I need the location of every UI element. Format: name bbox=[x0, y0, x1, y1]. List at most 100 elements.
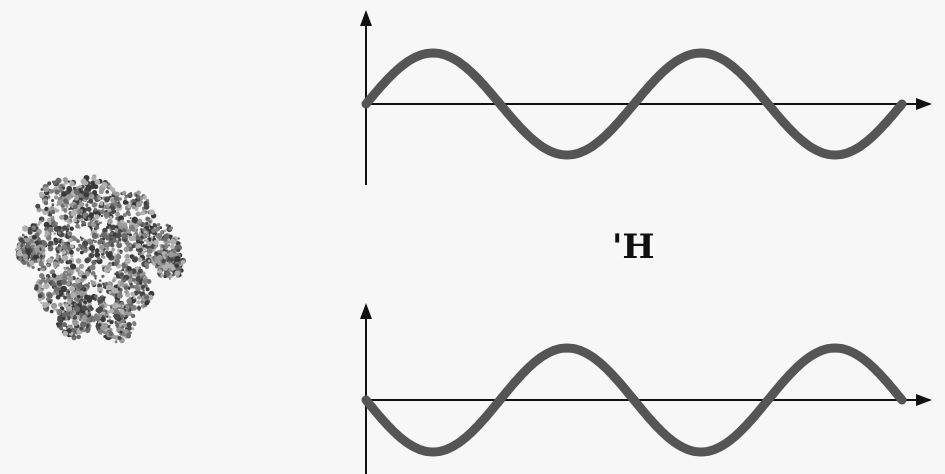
protein-atom bbox=[91, 232, 98, 239]
protein-atom bbox=[156, 232, 163, 240]
protein-atom bbox=[88, 252, 95, 259]
protein-atom bbox=[124, 304, 127, 307]
protein-atom bbox=[88, 216, 91, 219]
bottom-axes bbox=[360, 303, 932, 474]
protein-atom bbox=[61, 323, 64, 326]
protein-atom bbox=[72, 315, 77, 320]
protein-atom bbox=[68, 207, 71, 211]
protein-atom bbox=[94, 179, 101, 185]
protein-atom bbox=[114, 228, 119, 232]
protein-atom bbox=[91, 281, 96, 286]
protein-atom bbox=[116, 203, 122, 209]
protein-atom bbox=[115, 232, 122, 239]
protein-atom bbox=[126, 306, 129, 309]
protein-atom bbox=[128, 193, 132, 197]
protein-atom bbox=[69, 226, 74, 231]
protein-atom bbox=[69, 203, 74, 208]
protein-atom bbox=[61, 239, 64, 243]
protein-atom bbox=[48, 212, 53, 217]
protein-atom bbox=[105, 190, 109, 194]
protein-atom bbox=[35, 281, 40, 285]
protein-atom bbox=[171, 274, 174, 277]
protein-atom bbox=[131, 277, 136, 282]
protein-atom bbox=[46, 292, 53, 299]
protein-atom bbox=[107, 186, 110, 190]
protein-atom bbox=[109, 308, 115, 314]
protein-atom bbox=[98, 244, 105, 250]
protein-atom bbox=[75, 258, 82, 264]
protein-atom bbox=[120, 273, 124, 276]
protein-atom bbox=[76, 279, 81, 283]
protein-atom bbox=[124, 225, 129, 230]
protein-atom bbox=[134, 224, 138, 228]
protein-atom bbox=[66, 308, 70, 312]
protein-atom bbox=[66, 205, 69, 209]
protein-atom bbox=[136, 306, 142, 311]
protein-atom bbox=[53, 308, 56, 311]
protein-atom bbox=[44, 206, 49, 212]
protein-atom bbox=[117, 304, 121, 308]
protein-atom bbox=[35, 203, 41, 209]
protein-atom bbox=[64, 303, 69, 308]
protein-atom bbox=[108, 331, 114, 337]
protein-atom bbox=[100, 214, 104, 218]
protein-atom bbox=[94, 294, 98, 299]
protein-atom bbox=[73, 189, 80, 195]
protein-atom bbox=[111, 247, 115, 252]
protein-atom bbox=[89, 245, 95, 251]
protein-atom bbox=[62, 177, 68, 183]
protein-atom bbox=[163, 229, 167, 232]
protein-atom bbox=[61, 244, 68, 250]
protein-atom bbox=[123, 246, 130, 253]
protein-atom bbox=[47, 302, 50, 305]
protein-atom bbox=[62, 330, 69, 337]
protein-atom bbox=[46, 263, 50, 267]
protein-atom bbox=[73, 218, 78, 223]
protein-atom bbox=[113, 195, 120, 202]
protein-atom bbox=[174, 255, 181, 263]
protein-atom bbox=[126, 266, 132, 272]
protein-atom bbox=[140, 210, 146, 216]
protein-atom bbox=[67, 276, 74, 282]
protein-atom bbox=[122, 277, 125, 280]
protein-atom bbox=[25, 248, 30, 254]
protein-atom bbox=[58, 193, 62, 197]
protein-atom bbox=[128, 246, 133, 252]
protein-atom bbox=[61, 279, 68, 285]
protein-atom bbox=[98, 323, 102, 327]
protein-atom bbox=[93, 320, 96, 323]
protein-atom bbox=[37, 297, 43, 302]
protein-atom bbox=[143, 258, 146, 261]
protein-atom bbox=[43, 201, 49, 206]
protein-atom bbox=[97, 283, 102, 289]
protein-atom bbox=[47, 181, 52, 186]
protein-atom bbox=[75, 224, 80, 229]
protein-atom bbox=[40, 255, 43, 258]
protein-atom bbox=[31, 225, 37, 230]
protein-atom bbox=[34, 286, 39, 291]
protein-atom bbox=[51, 199, 55, 202]
protein-atom bbox=[98, 189, 104, 195]
protein-atom bbox=[112, 302, 119, 309]
protein-atom bbox=[118, 197, 123, 201]
protein-atom bbox=[161, 259, 166, 264]
protein-atom bbox=[31, 265, 35, 270]
protein-atom bbox=[78, 270, 83, 276]
protein-atom bbox=[116, 209, 119, 213]
protein-atom bbox=[168, 224, 171, 228]
protein-atom bbox=[133, 290, 139, 296]
protein-atom bbox=[50, 309, 54, 314]
protein-atom bbox=[71, 208, 78, 215]
protein-atom bbox=[69, 286, 75, 292]
top-wave bbox=[361, 48, 907, 160]
protein-atom bbox=[141, 271, 146, 276]
nucleus-label: 'H bbox=[612, 227, 655, 267]
protein-atom bbox=[25, 243, 31, 249]
protein-atom bbox=[168, 226, 173, 231]
protein-atom bbox=[102, 237, 105, 241]
protein-atom bbox=[118, 241, 122, 244]
protein-atom bbox=[111, 207, 114, 210]
protein-gap bbox=[56, 266, 64, 274]
protein-atom bbox=[131, 244, 136, 249]
protein-atom bbox=[115, 211, 120, 217]
